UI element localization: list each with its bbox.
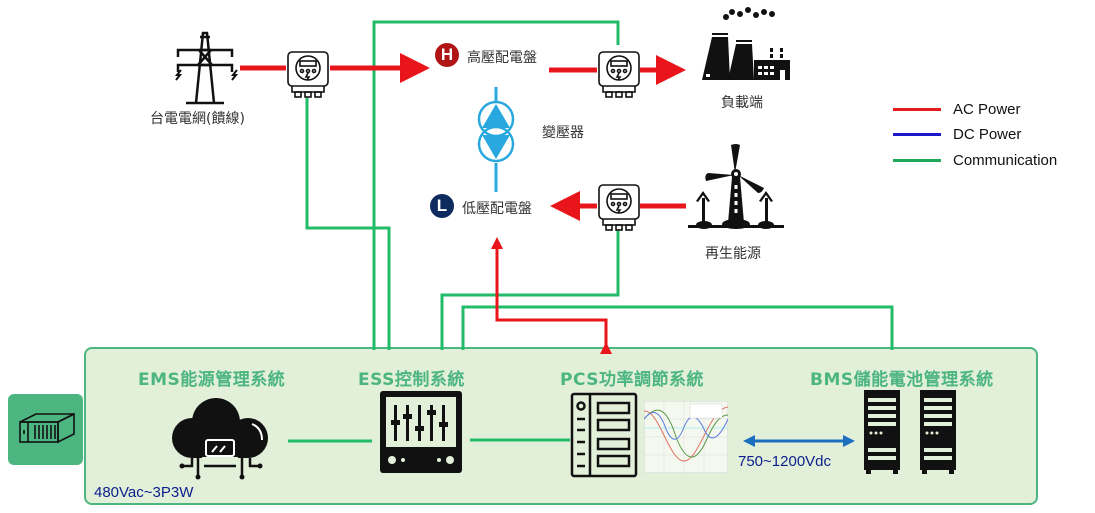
pcs-cabinet-icon [570, 392, 638, 478]
grid-label: 台電電網(饋線) [150, 111, 245, 127]
ems-title: EMS能源管理系統 [138, 370, 286, 390]
comm-line-renewable-meter-to-ess [440, 230, 620, 350]
legend-comm: Communication [893, 152, 1057, 169]
hv-badge-icon: H [435, 43, 459, 67]
ac-line-lv-to-pcs [491, 237, 612, 354]
shipping-container-icon [19, 412, 75, 444]
transformer-label: 變壓器 [542, 125, 584, 141]
grid-meter-icon [287, 51, 329, 98]
battery-rack-icon [864, 390, 956, 474]
cloud-computer-icon [172, 398, 268, 480]
legend-ac: AC Power [893, 101, 1021, 118]
waveform-chart-icon [644, 401, 728, 473]
legend-comm-label: Communication [953, 152, 1058, 169]
load-meter-icon [598, 51, 640, 98]
lv-panel-label: 低壓配電盤 [462, 201, 532, 217]
comm-line-grid-meter-to-ess [305, 98, 391, 350]
wind-turbine-icon [688, 144, 784, 229]
legend-dc-swatch [893, 133, 941, 136]
container-tile [8, 394, 83, 465]
ess-title: ESS控制系統 [358, 370, 465, 390]
mixer-console-icon [380, 391, 462, 473]
load-label: 負載端 [721, 95, 763, 111]
pcs-title: PCS功率調節系統 [560, 370, 704, 390]
hv-panel-label: 高壓配電盤 [467, 50, 537, 66]
transformer-icon [477, 100, 515, 163]
renewable-meter-icon [598, 184, 640, 231]
bms-title: BMS儲能電池管理系統 [810, 370, 994, 390]
comm-line-bms-to-ess [461, 305, 894, 350]
lv-badge-icon: L [430, 194, 454, 218]
dc-spec-label: 750~1200Vdc [738, 453, 832, 470]
legend-dc: DC Power [893, 126, 1021, 143]
renewable-label: 再生能源 [705, 246, 761, 262]
factory-icon [702, 7, 790, 80]
power-tower-icon [174, 31, 239, 105]
legend-dc-label: DC Power [953, 126, 1022, 143]
ac-spec-label: 480Vac~3P3W [94, 484, 194, 501]
legend-comm-swatch [893, 159, 941, 162]
legend-ac-label: AC Power [953, 101, 1021, 118]
legend-ac-swatch [893, 108, 941, 111]
comm-line-ess-to-load-meter [372, 20, 620, 350]
